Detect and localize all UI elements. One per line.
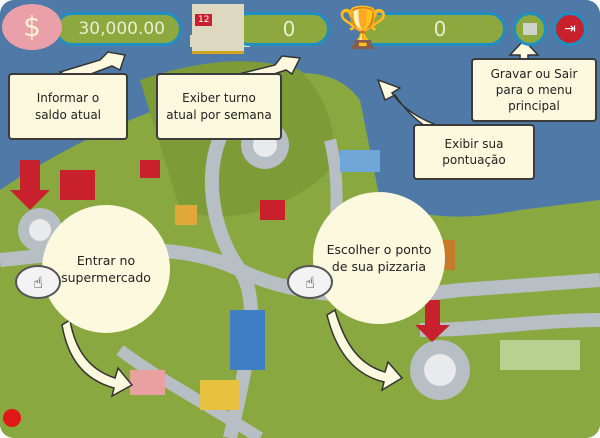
trophy-icon: 🏆 [338,5,388,51]
turn-hint: Exiber turno atual por semana [156,73,282,140]
pizzeria-hint: Escolher o ponto de sua pizzaria [313,192,445,324]
mouse-click-icon: ☝ [15,265,61,299]
exit-button[interactable]: ⇥ [553,12,587,46]
calendar-icon: 12 [192,4,244,54]
score-value: 0 [433,17,447,41]
turn-display: 0 [232,12,330,46]
save-icon [523,23,537,35]
balance-value: 30,000.00 [78,19,165,39]
menu-hint: Gravar ou Sair para o menu principal [471,58,597,122]
red-indicator [3,409,21,427]
score-hint: Exibir sua pontuação [413,124,535,180]
score-display: 0 [358,12,506,46]
turn-value: 0 [282,17,296,41]
mouse-click-icon: ☝ [287,265,333,299]
balance-display: 30,000.00 [55,12,182,46]
piggy-bank-icon: $ [2,4,62,50]
balance-hint: Informar o saldo atual [8,73,128,140]
calendar-day: 12 [195,14,213,26]
save-button[interactable] [513,12,547,46]
exit-door-icon: ⇥ [564,21,576,37]
supermarket-hint: Entrar no supermercado [42,205,170,333]
